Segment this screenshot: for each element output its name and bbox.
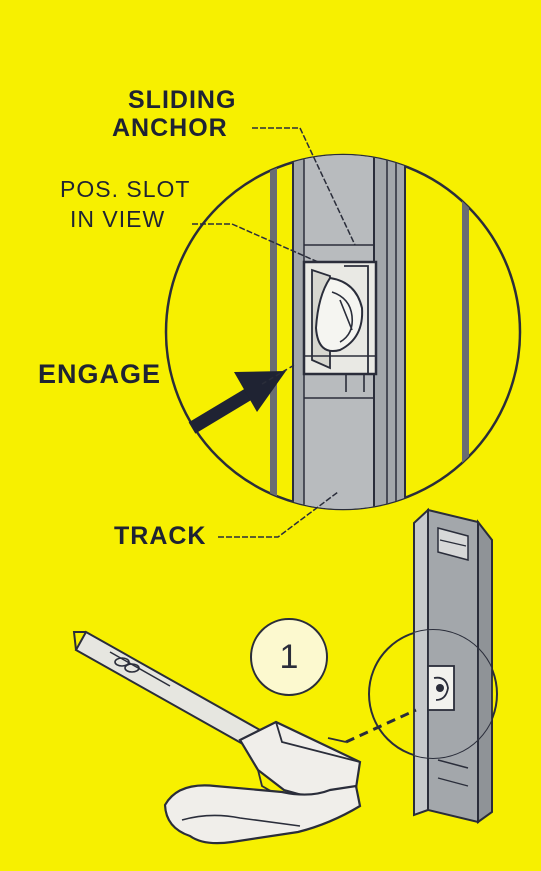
step-number: 1 xyxy=(279,637,299,676)
sliding-anchor-block xyxy=(302,260,378,392)
anchor-rod xyxy=(72,630,262,750)
sliding-anchor-label-line1: SLIDING xyxy=(128,86,237,114)
frame-rail-right xyxy=(462,155,469,509)
engage-path-line xyxy=(345,708,417,744)
leader-lines xyxy=(192,127,356,538)
pos-slot-label-line1: POS. SLOT xyxy=(60,176,191,202)
anchor-bracket xyxy=(163,720,362,845)
engage-label: ENGAGE xyxy=(38,359,162,389)
sliding-anchor-label-line2: ANCHOR xyxy=(112,114,228,142)
step-number-badge: 1 xyxy=(250,618,328,696)
arrow-icon xyxy=(188,363,297,434)
frame-rail-left xyxy=(270,155,277,509)
magnified-detail xyxy=(164,153,522,511)
track-label: TRACK xyxy=(114,522,207,550)
pos-slot-label-line2: IN VIEW xyxy=(70,206,166,232)
